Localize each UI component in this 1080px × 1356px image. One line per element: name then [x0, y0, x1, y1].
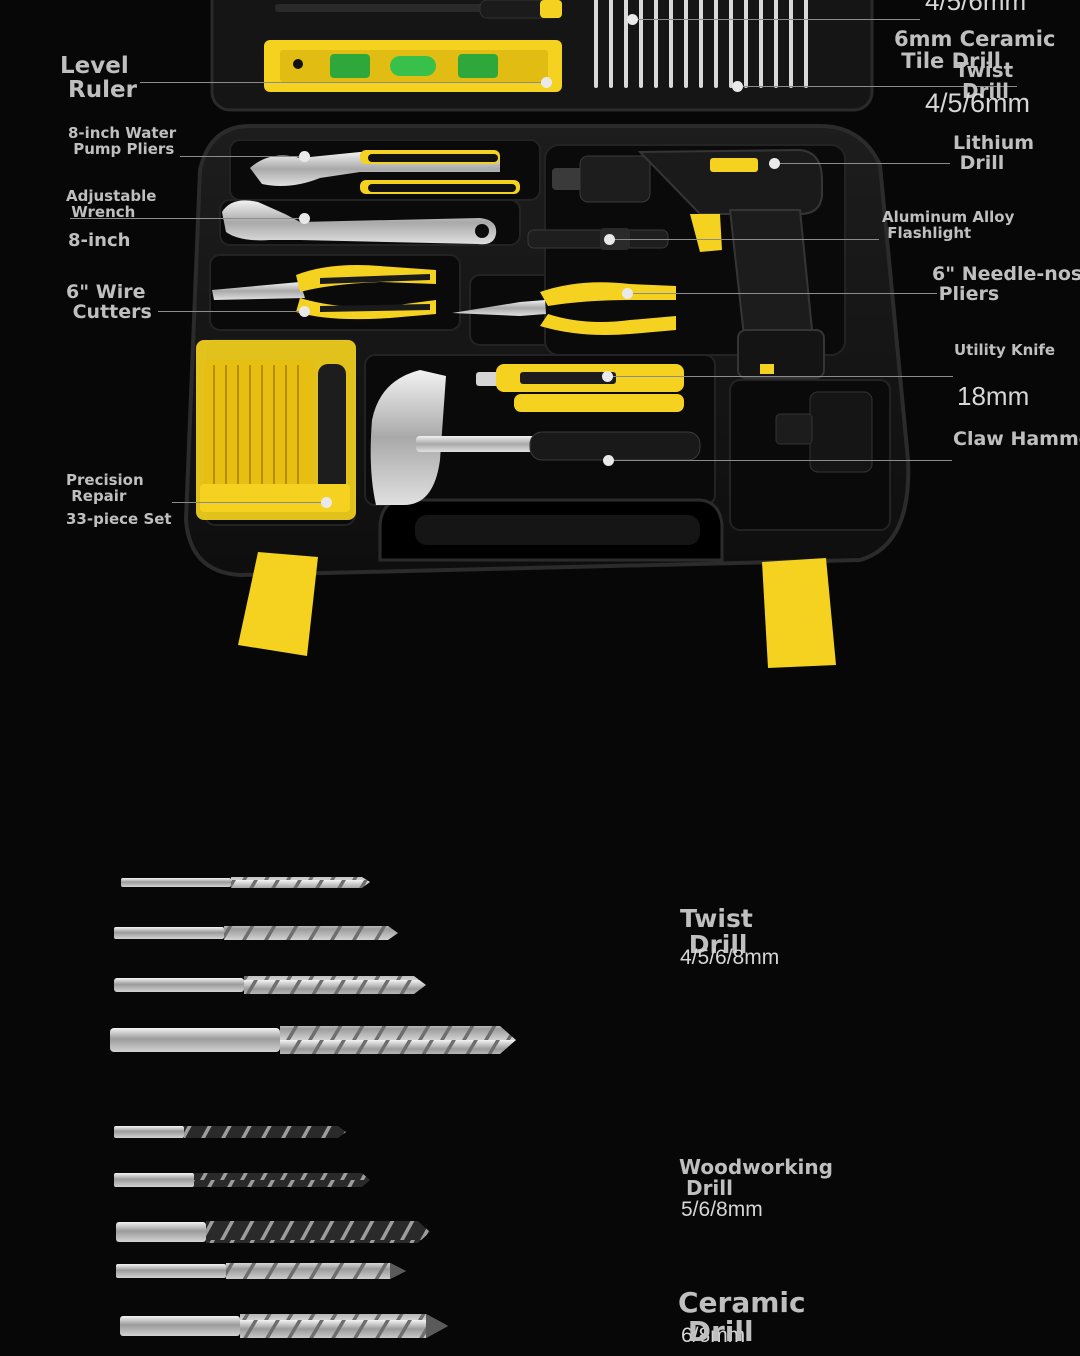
twist-drill-top-label: Twist Drill	[955, 58, 1014, 103]
needle-nose-pliers-label: 6" Needle-nose Pliers	[932, 263, 1080, 305]
knife-size-label: 18mm	[957, 381, 1030, 411]
leader-lithium-drill	[774, 163, 950, 164]
top-cut-size: 4/5/6mm	[925, 0, 1027, 16]
leader-claw-hammer	[608, 460, 952, 461]
dot-lithium-drill	[769, 158, 780, 169]
leader-precision	[172, 502, 326, 503]
water-pump-pliers-art	[250, 150, 520, 194]
dot-wire-cutters	[299, 306, 310, 317]
twist-drill-bit-4mm	[121, 877, 370, 888]
twist-drill-section-size: 4/5/6/8mm	[680, 946, 780, 969]
precision-repair-label: Precision Repair	[66, 471, 144, 505]
level-ruler-label: Level Ruler	[60, 53, 137, 104]
lithium-drill-art	[552, 148, 825, 379]
twist-drill-bit-5mm	[114, 926, 398, 940]
dot-level-ruler	[541, 77, 552, 88]
dot-flashlight	[604, 234, 615, 245]
dot-utility-knife	[602, 371, 613, 382]
dot-claw-hammer	[603, 455, 614, 466]
precision-set-label: 33-piece Set	[66, 510, 172, 528]
flashlight-label: Aluminum Alloy Flashlight	[882, 208, 1015, 242]
leader-needle-pliers	[627, 293, 937, 294]
precision-set-art	[196, 340, 356, 520]
tool-case-illustration	[183, 0, 911, 668]
lithium-drill-label: Lithium Drill	[953, 132, 1035, 174]
needle-nose-pliers-art	[452, 282, 676, 335]
ceramic-drill-section-size: 6/8mm	[681, 1324, 746, 1347]
ceramic-drill-bit-6mm	[116, 1263, 406, 1279]
charger-art	[775, 391, 873, 473]
dot-precision	[321, 497, 332, 508]
wood-drill-bit-5mm	[114, 1126, 346, 1138]
leader-wrench	[70, 218, 304, 219]
wood-drill-bit-8mm	[116, 1221, 430, 1243]
ceramic-tile-drill-label: 6mm Ceramic Tile Drill	[894, 27, 1056, 74]
ceramic-drill-section-title: Ceramic Drill	[678, 1286, 806, 1349]
dot-wrench	[299, 213, 310, 224]
leader-utility-knife	[607, 376, 953, 377]
wood-drill-section-size: 5/6/8mm	[681, 1198, 763, 1221]
leader-pump-pliers	[180, 156, 304, 157]
twist-drill-section-title: Twist Drill	[680, 904, 753, 960]
wire-cutters-label: 6" Wire Cutters	[66, 281, 152, 323]
wire-cutters-art	[212, 265, 436, 320]
leader-top-cut	[632, 19, 920, 20]
dot-pump-pliers	[299, 151, 310, 162]
leader-wire-cutters	[158, 311, 304, 312]
dot-needle-pliers	[622, 288, 633, 299]
leader-twist-top	[737, 86, 1017, 87]
utility-knife-art	[476, 364, 684, 412]
twist-drill-top-size: 4/5/6mm	[925, 88, 1031, 118]
utility-knife-label: Utility Knife	[954, 341, 1056, 359]
case-lid	[210, 0, 874, 112]
wrench-size-label: 8-inch	[68, 230, 131, 251]
twist-drill-bit-8mm	[110, 1026, 516, 1054]
dot-twist-top	[732, 81, 743, 92]
wood-drill-section-title: Woodworking Drill	[679, 1155, 833, 1200]
adjustable-wrench-art	[222, 200, 497, 245]
drill-bits-illustration	[110, 877, 516, 1338]
water-pump-pliers-label: 8-inch Water Pump Pliers	[68, 124, 177, 158]
ceramic-drill-bit-8mm	[120, 1314, 448, 1338]
wood-drill-bit-6mm	[114, 1173, 370, 1187]
claw-hammer-art	[370, 370, 701, 505]
twist-drill-bit-6mm	[114, 976, 426, 994]
adjustable-wrench-label: Adjustable Wrench	[66, 187, 157, 221]
leader-level-ruler	[140, 82, 546, 83]
dot-ceramic-tile	[627, 14, 638, 25]
claw-hammer-label: Claw Hammer	[953, 428, 1080, 450]
leader-flashlight	[609, 239, 879, 240]
